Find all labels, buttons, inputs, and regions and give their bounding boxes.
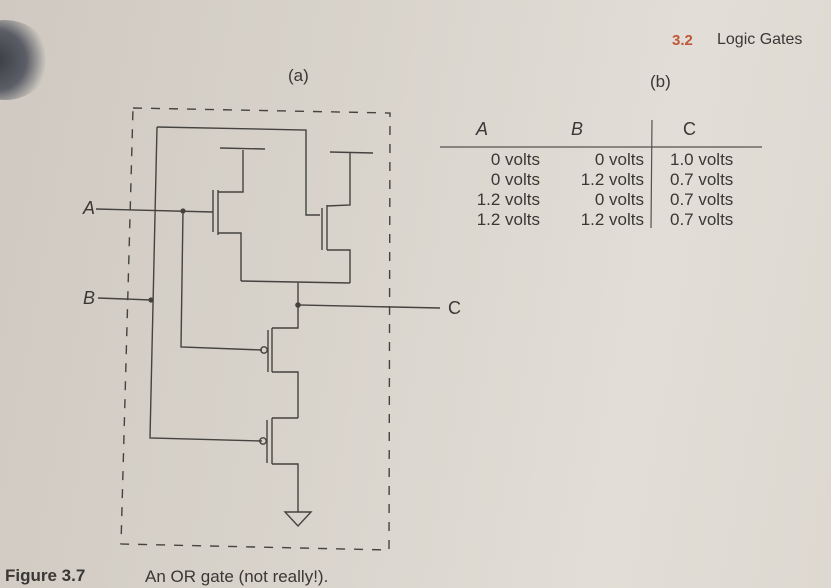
transistor [321, 151, 374, 283]
cell-c: 1.0 volts [670, 150, 734, 169]
cell-a: 1.2 volts [476, 210, 540, 229]
panel-b-label: (b) [650, 72, 671, 91]
cell-c: 0.7 volts [670, 190, 734, 209]
ground-icon [283, 511, 313, 528]
cell-c: 0.7 volts [670, 210, 734, 229]
panel-a-label: (a) [288, 66, 309, 85]
caption-number: Figure 3.7 [5, 566, 86, 585]
wire [149, 126, 263, 442]
table-rule [440, 119, 762, 229]
section-title: Logic Gates [717, 31, 803, 48]
input-a-label: A [83, 198, 96, 218]
wire [180, 210, 263, 351]
transistor [212, 147, 266, 281]
junction [148, 297, 154, 303]
cell-a: 0 volts [490, 170, 540, 189]
transistor [266, 417, 299, 512]
wire-b [97, 297, 152, 301]
wire-a [95, 208, 214, 213]
junction [295, 302, 301, 308]
bubble [259, 437, 267, 445]
bubble [260, 346, 268, 354]
caption-text: An OR gate (not really!). [145, 567, 329, 586]
table-header-a: A [476, 119, 489, 139]
cell-b: 1.2 volts [580, 170, 644, 189]
output-c-label: C [448, 298, 461, 318]
wire [240, 280, 441, 309]
junction [180, 208, 186, 214]
transistor [267, 305, 299, 418]
input-b-label: B [83, 288, 96, 308]
cell-b: 1.2 volts [580, 210, 644, 229]
cell-b: 0 volts [594, 190, 644, 209]
table-header-c: C [683, 119, 696, 139]
cell-b: 0 volts [594, 150, 644, 169]
cell-a: 1.2 volts [476, 190, 540, 209]
table-header-b: B [571, 119, 584, 139]
cell-a: 0 volts [490, 150, 540, 169]
cell-c: 0.7 volts [670, 170, 734, 189]
wire [156, 126, 320, 216]
section-number: 3.2 [672, 32, 693, 49]
